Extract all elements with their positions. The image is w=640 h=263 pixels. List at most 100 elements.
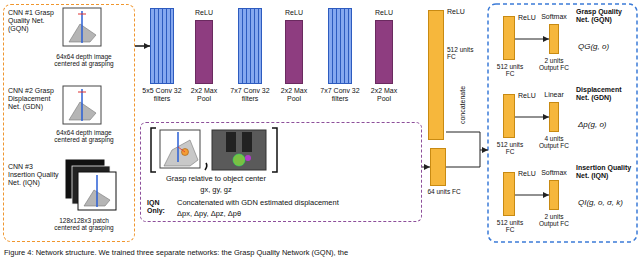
fc-block <box>549 102 559 132</box>
relu-pool-layer: ReLU 2x2 Max Pool <box>273 8 315 103</box>
conv-block <box>328 8 352 84</box>
grasp-axis <box>81 89 83 121</box>
relu-block <box>375 20 393 84</box>
layer-label: ReLU <box>183 9 225 17</box>
layer-label: Linear <box>540 91 568 99</box>
bracket <box>272 128 277 172</box>
fc-block <box>430 148 446 186</box>
connector-arrow <box>515 117 549 118</box>
layer-label: 128x128x3 patch centered at grasping <box>48 217 120 232</box>
relu-pool-layer: ReLU 2x2 Max Pool <box>363 8 405 103</box>
head-fc-layer: ReLU 512 units FC <box>493 86 540 156</box>
grasp-mark <box>78 92 86 93</box>
head-title: Displacement Net. (GDN) <box>576 86 636 102</box>
patch-layer <box>78 172 116 210</box>
conv-layer: 7x7 Conv 32 filters <box>319 8 361 103</box>
connector-arrow <box>515 195 549 196</box>
layer-label: ReLU <box>518 92 540 100</box>
input-panel: CNN #1 Grasp Quality Net. (GQN) 64x64 dep… <box>3 4 135 242</box>
layer-label: 512 units FC <box>493 219 527 234</box>
head-fc-layer: ReLU 512 units FC <box>493 164 540 234</box>
fc-block <box>549 180 559 210</box>
bracket <box>151 128 156 172</box>
layer-label: 4 units Output FC <box>534 135 574 150</box>
comma-mark <box>205 163 207 170</box>
figure-caption: Figure 4: Network structure. We trained … <box>4 249 636 258</box>
output-fc-layer: Linear4 units Output FC <box>540 86 574 150</box>
depth-image <box>63 8 101 46</box>
layer-label: IQN Only: <box>147 199 173 215</box>
layer-label: 64x64 depth image centered at grasping <box>48 129 120 144</box>
conv-layer: 7x7 Conv 32 filters <box>229 8 271 103</box>
layer-label: ReLU <box>363 9 405 17</box>
layer-label: 512 units FC <box>493 141 527 156</box>
grasp-axis <box>96 175 98 207</box>
conv-block <box>150 8 174 84</box>
layer-label: Concatenated with GDN estimated displace… <box>177 199 417 208</box>
relu-block <box>195 20 213 84</box>
grasp-input-panel: Grasp relative to object center gx, gy, g… <box>140 122 422 222</box>
fc-block <box>503 94 515 138</box>
layer-label: ReLU <box>518 14 540 22</box>
conv-block <box>238 8 262 84</box>
layer-label: CNN #3 Insertion Quality Net. (IQN) <box>8 163 60 187</box>
depth-image <box>63 86 101 124</box>
output-fc-layer: Softmax2 units Output FC <box>540 8 574 72</box>
relu-block <box>285 20 303 84</box>
layer-label: 2x2 Max Pool <box>363 87 405 103</box>
fc-layer: ReLU 512 units FC <box>428 6 479 140</box>
layer-label: ReLU <box>518 170 540 178</box>
fc-layer: 64 units FC <box>424 146 464 195</box>
conv-layer: 5x5 Conv 32 filters <box>141 8 183 103</box>
fc-block <box>503 172 515 216</box>
layer-label: 7x7 Conv 32 filters <box>229 87 271 103</box>
concat-arrow <box>480 150 488 151</box>
head-title: Grasp Quality Net. (GQN) <box>576 8 636 24</box>
head-fc-layer: ReLU 512 units FC <box>493 8 540 78</box>
head-title: Insertion Quality Net. (IQN) <box>576 164 636 180</box>
layer-label: CNN #1 Grasp Quality Net. (GQN) <box>8 9 60 33</box>
connector-arrow <box>422 167 430 168</box>
object-photo <box>233 154 245 166</box>
connector-arrow <box>135 45 150 47</box>
gripper-finger <box>242 132 252 152</box>
layer-label: 2x2 Max Pool <box>273 87 315 103</box>
fc-block <box>503 16 515 60</box>
layer-label: Δpx, Δpy, Δpz, Δpθ <box>177 210 377 219</box>
concat-wire <box>446 132 480 167</box>
layer-label: 64x64 depth image centered at grasping <box>48 53 120 68</box>
object-photo <box>245 155 251 161</box>
photo <box>212 130 266 170</box>
fc-block <box>549 24 559 54</box>
relu-pool-layer: ReLU 2x2 Max Pool <box>183 8 225 103</box>
grasp-image <box>160 130 200 168</box>
output-fc-layer: Softmax2 units Output FC <box>540 164 574 228</box>
layer-label: concatenate <box>459 83 467 127</box>
layer-label: 7x7 Conv 32 filters <box>319 87 361 103</box>
layer-label: Grasp relative to object center <box>141 175 291 184</box>
connector-arrow <box>515 39 549 40</box>
layer-label: ReLU <box>447 8 473 16</box>
layer-label: 64 units FC <box>424 188 464 195</box>
layer-label: 2x2 Max Pool <box>183 87 225 103</box>
head-output-formula: QG(g, o) <box>578 42 636 51</box>
layer-label: gx, gy, gz <box>171 186 261 195</box>
layer-label: 5x5 Conv 32 filters <box>141 87 183 103</box>
layer-label: Softmax <box>540 13 568 21</box>
layer-label: Softmax <box>540 169 568 177</box>
layer-label: ReLU <box>273 9 315 17</box>
head-output-formula: QI(g, o, σ, k) <box>578 198 636 207</box>
offset-vector <box>178 147 185 152</box>
grasp-axis <box>81 11 83 43</box>
layer-label: 512 units FC <box>493 63 527 78</box>
layer-label: 2 units Output FC <box>534 57 574 72</box>
layer-label: 512 units FC <box>447 46 479 61</box>
layer-label: 2 units Output FC <box>534 213 574 228</box>
head-output-formula: Δp(g, o) <box>578 120 636 129</box>
grasp-mark <box>78 14 86 15</box>
fc-block <box>428 10 444 140</box>
object-shape <box>164 140 198 166</box>
layer-label: CNN #2 Grasp Displacement Net. (GDN) <box>8 87 60 111</box>
gripper-finger <box>226 132 236 152</box>
